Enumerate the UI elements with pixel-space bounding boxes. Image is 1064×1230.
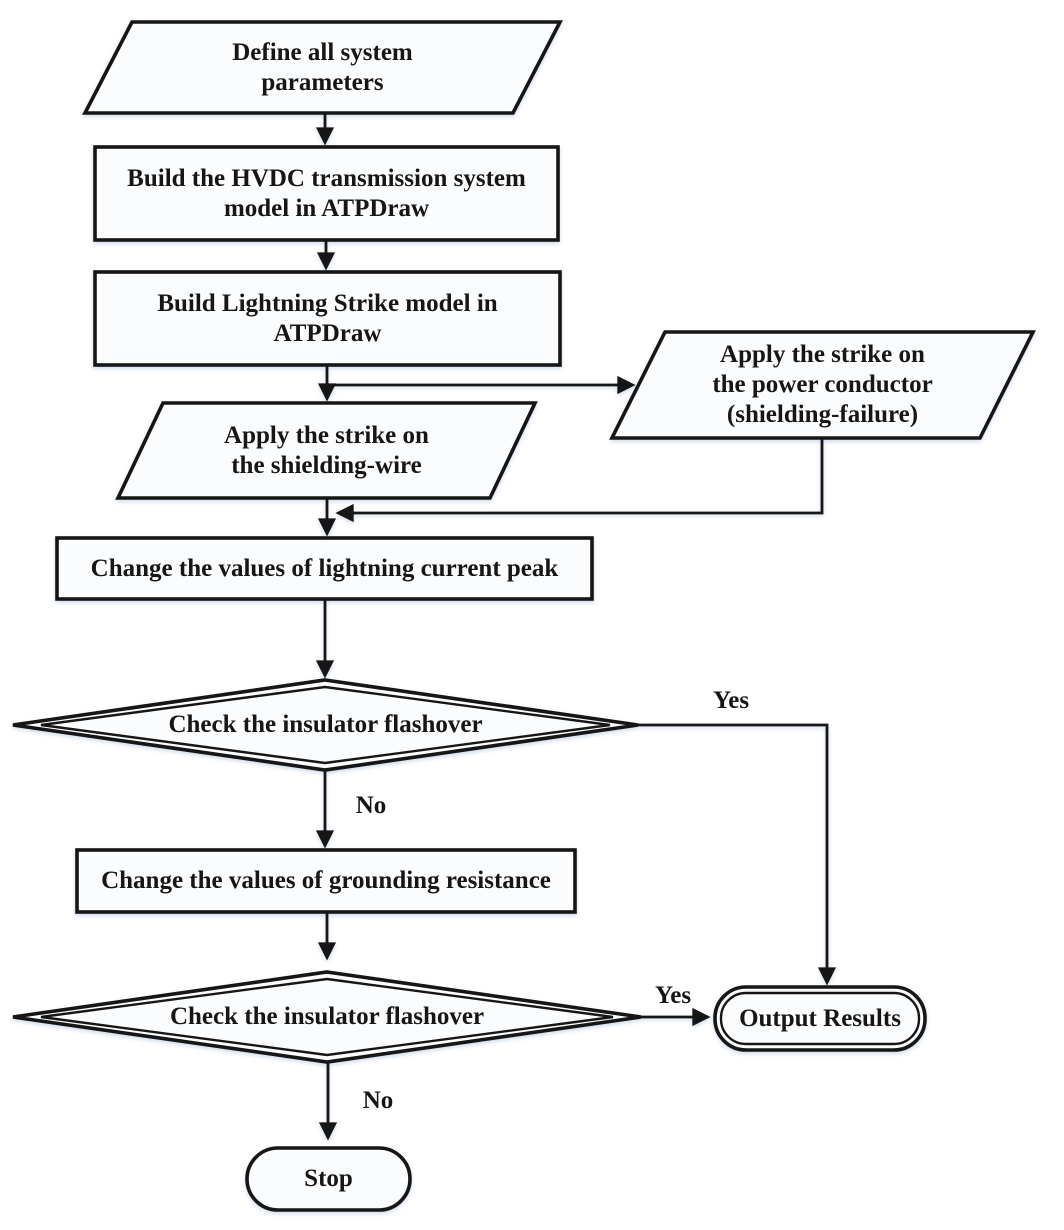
node-check-flashover-2-shape (12, 970, 642, 1064)
node-check-flashover-2-inner-border (40, 977, 614, 1057)
node-strike-power-conductor-shape (609, 330, 1036, 440)
node-build-lightning-shape (93, 270, 562, 367)
arrow-power-conductor-return (335, 438, 824, 523)
node-check-flashover-1-inner-border (40, 685, 611, 765)
node-change-current-peak-shape (55, 536, 594, 601)
node-build-hvdc-shape (93, 145, 560, 242)
node-output-results-shape (713, 985, 927, 1052)
node-stop-shape (245, 1146, 412, 1212)
node-strike-shielding-wire-shape (115, 401, 538, 500)
node-output-results-inner-border (719, 991, 921, 1046)
node-change-grounding-resistance-shape (75, 848, 577, 914)
arrow-check1-yes-to-output (638, 723, 837, 986)
node-check-flashover-1-shape (12, 678, 639, 772)
node-define-params-shape (82, 20, 563, 115)
